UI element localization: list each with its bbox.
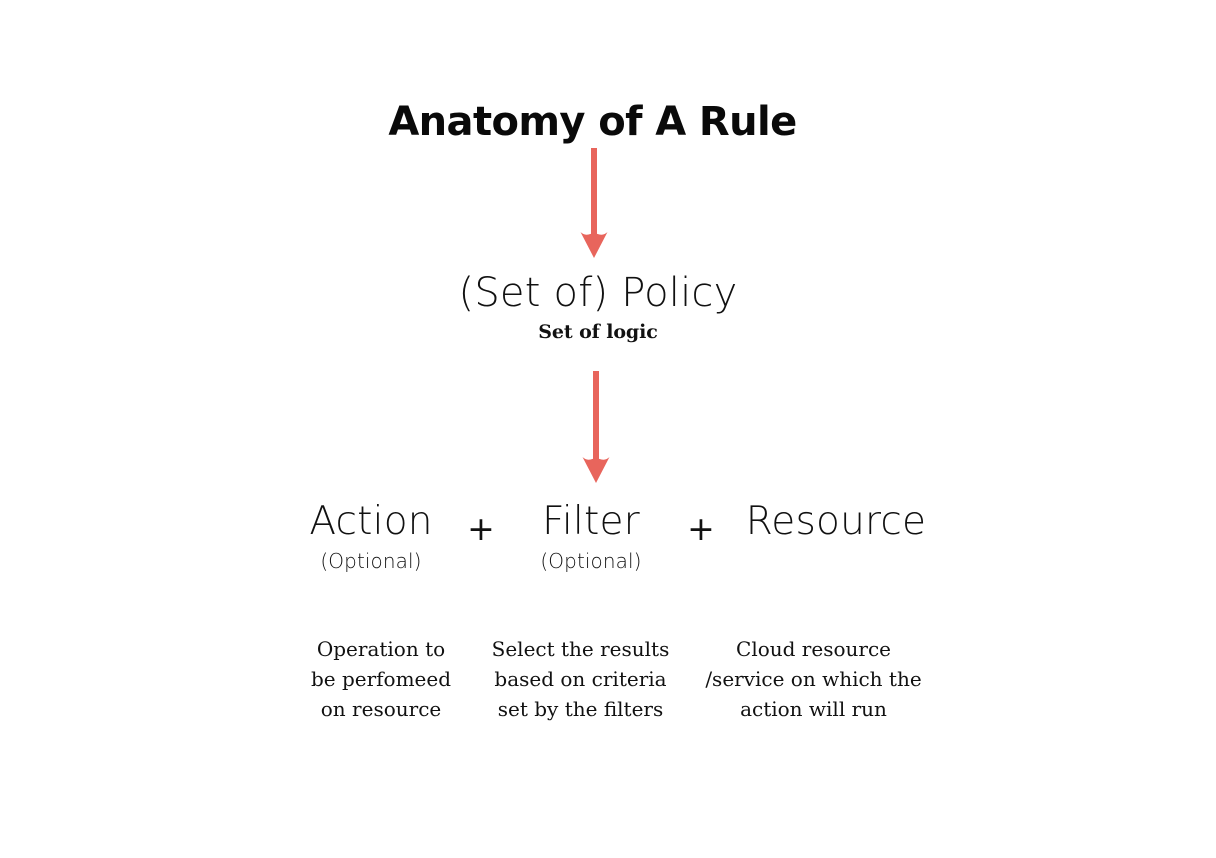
plus-operator-1: + — [467, 509, 495, 548]
term-resource-word: Resource — [745, 499, 927, 544]
policy-sublabel: Set of logic — [538, 321, 658, 343]
descriptions-row: Operation to be perfomeed on resource Se… — [296, 634, 936, 724]
term-action: Action (Optional) — [296, 499, 446, 573]
term-action-word: Action — [309, 499, 433, 544]
policy-label: (Set of) Policy — [458, 270, 738, 316]
plus-operator-2: + — [687, 509, 715, 548]
term-resource: Resource — [736, 499, 936, 549]
page-title: Anatomy of A Rule — [388, 99, 797, 145]
term-filter-optional: (Optional) — [540, 548, 642, 573]
term-filter: Filter (Optional) — [516, 499, 666, 573]
policy-block: (Set of) Policy Set of logic — [0, 270, 1196, 343]
description-filter: Select the results based on criteria set… — [491, 637, 670, 721]
description-resource: Cloud resource /service on which the act… — [705, 637, 922, 721]
arrow-policy-to-terms — [582, 371, 610, 483]
description-action: Operation to be perfomeed on resource — [310, 637, 452, 721]
arrow-title-to-policy — [580, 148, 608, 258]
terms-row: Action (Optional) + Filter (Optional) + … — [296, 499, 936, 573]
term-filter-word: Filter — [542, 499, 640, 544]
term-action-optional: (Optional) — [320, 548, 422, 573]
